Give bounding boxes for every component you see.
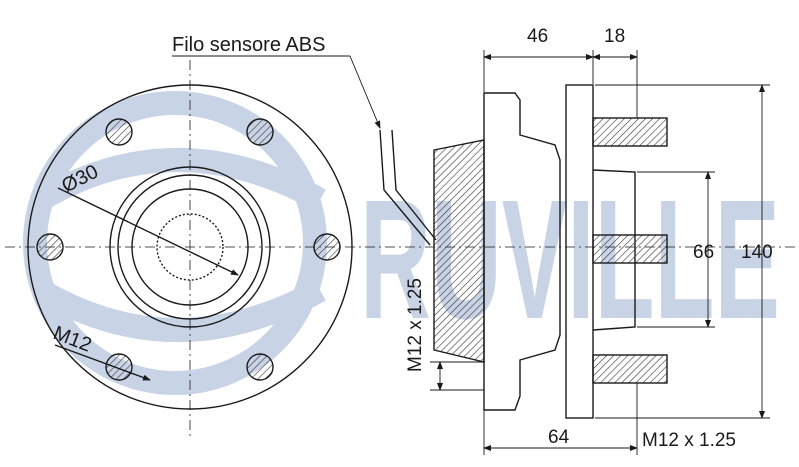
diameter-leader	[57, 187, 239, 276]
bolt-holes	[36, 118, 341, 381]
front-view	[27, 84, 353, 410]
stud-bottom	[592, 354, 668, 384]
thread-bottom-label: M12 x 1.25	[642, 430, 736, 451]
dim-18-label: 18	[604, 26, 625, 47]
thread-side-label: M12 x 1.25	[405, 278, 426, 372]
dim-46-label: 46	[527, 26, 548, 47]
abs-wire-label: Filo sensore ABS	[172, 34, 325, 56]
stud-top	[592, 117, 668, 147]
pilot-bore	[131, 188, 249, 306]
dim-64-label: 64	[548, 427, 570, 448]
seal-section	[433, 139, 485, 363]
knuckle-flange	[483, 92, 561, 411]
spline-bore	[156, 213, 224, 281]
centerlines	[5, 60, 795, 440]
dim-66-label: 66	[693, 242, 714, 263]
abs-wire	[379, 129, 431, 246]
dim-140-label: 140	[741, 242, 773, 263]
side-view	[379, 84, 668, 419]
m12-leader	[54, 344, 151, 381]
hub-ring-inner	[117, 174, 263, 320]
stud-middle	[592, 234, 668, 264]
dimension-lines	[172, 50, 770, 455]
hub-ring-outer	[109, 166, 271, 328]
flange-outline	[27, 84, 353, 410]
